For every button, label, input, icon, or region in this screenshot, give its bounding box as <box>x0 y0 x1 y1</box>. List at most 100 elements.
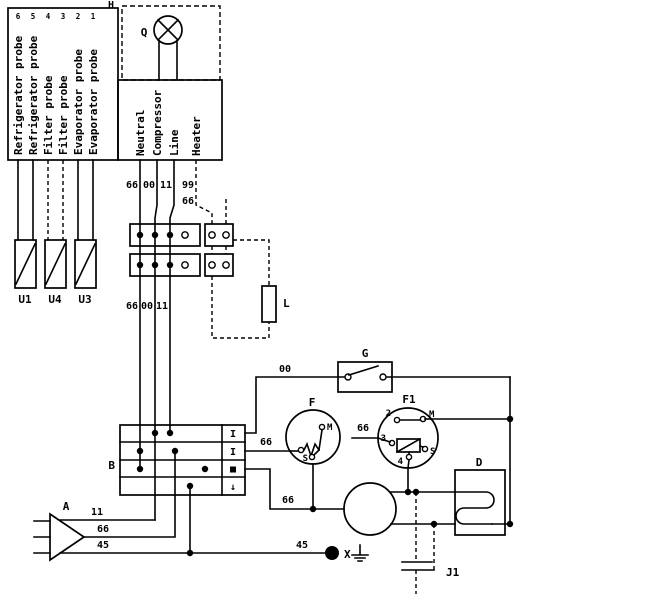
wire-a-66 <box>83 450 176 538</box>
connector-pin <box>136 231 144 239</box>
block-h-label: H <box>108 0 114 11</box>
f-terminal-m <box>318 423 326 431</box>
component-l: L <box>211 239 290 339</box>
d-box <box>454 469 506 536</box>
thermistor-u3 <box>74 239 97 289</box>
wire-label: 66 <box>97 524 109 535</box>
wire-label: 00 <box>141 301 153 312</box>
aux-pin-open <box>208 231 216 239</box>
aux-connector-2 <box>204 253 234 277</box>
probe-label: Evaporator probe <box>87 49 100 155</box>
g-pin <box>379 373 387 381</box>
f1-label: F1 <box>402 393 416 406</box>
junction-dot <box>506 415 514 423</box>
lamp-q: Q <box>121 5 221 81</box>
f1-pin-label: 2 <box>386 409 391 419</box>
a-label: A <box>63 500 70 513</box>
connector-pin-open <box>181 231 189 239</box>
f1-link-3 <box>376 436 392 444</box>
terminal-block-h: H 6 5 4 3 2 1 Refrigerator probe Refrige… <box>7 0 223 161</box>
junction-dot <box>136 447 144 455</box>
f-arm-s <box>312 448 321 457</box>
junction-dot <box>506 520 514 528</box>
heater-d: D <box>454 456 511 536</box>
x-terminal <box>325 546 339 560</box>
junction-dot <box>309 505 317 513</box>
pin-number: 2 <box>76 12 81 21</box>
f-terminal <box>297 446 305 454</box>
connector-pin <box>166 261 174 269</box>
junction-dots <box>136 415 514 557</box>
l-lead-bottom-dashed <box>211 276 270 339</box>
probe-label: Evaporator probe <box>72 49 85 155</box>
wire-label: 66 <box>357 423 369 434</box>
wire-label: 00 <box>143 180 155 191</box>
f1-terminal-2 <box>393 416 401 424</box>
thermistor-u4 <box>44 239 67 289</box>
power-label: Heater <box>190 116 203 156</box>
lamp-dashed-box <box>121 5 221 81</box>
power-label: Neutral <box>134 110 147 156</box>
junction-dot <box>201 465 209 473</box>
pin-number: 5 <box>31 12 36 21</box>
wire-00-11-vertical <box>154 159 158 521</box>
power-label: Line <box>168 129 181 156</box>
heater-element <box>454 491 495 525</box>
b-row-symbol: I <box>230 447 236 458</box>
thermistor-u1 <box>14 239 37 289</box>
f-pin-label: S <box>303 454 308 464</box>
junction-dot <box>412 488 420 496</box>
b-row-symbol: I <box>230 429 236 440</box>
d-label: D <box>476 456 483 469</box>
wire-label: 11 <box>91 507 103 518</box>
junction-dot <box>151 429 159 437</box>
connector-pin-open <box>181 261 189 269</box>
b-row-symbol: ■ <box>230 464 236 475</box>
wire-label: 11 <box>156 301 168 312</box>
junction-dot <box>430 520 438 528</box>
wire-label: 66 <box>260 437 272 448</box>
lamp-cross-icon <box>156 18 180 42</box>
plug-a: A 11 66 45 <box>33 450 326 562</box>
wire-label: 45 <box>97 540 109 551</box>
b-label: B <box>108 459 115 472</box>
pin-number: 4 <box>46 12 51 21</box>
wire-label: 11 <box>160 180 172 191</box>
power-block-outline <box>117 79 223 161</box>
g-label: G <box>362 347 369 360</box>
f1-link-s <box>418 444 425 449</box>
f-body <box>285 409 341 465</box>
junction-dot <box>136 465 144 473</box>
x-label: X <box>344 548 351 561</box>
ground-x: X 45 <box>296 540 369 562</box>
l-resistor-box <box>261 285 277 323</box>
wire-label: 00 <box>279 364 291 375</box>
f1-terminal-3 <box>388 439 396 447</box>
f-pin-label: M <box>327 423 333 433</box>
motor-circle <box>343 482 397 536</box>
f1-relay-diagonal <box>395 437 422 454</box>
wire-11-vertical <box>169 159 175 434</box>
l-lead-top-dashed <box>233 239 270 286</box>
connector-strip-2 <box>129 253 201 277</box>
probe-wires-dashed <box>47 160 64 240</box>
probe-wires <box>17 159 94 241</box>
f1-pin-label: 4 <box>398 457 404 467</box>
f1-pin-label: M <box>429 410 435 420</box>
wire-66-to-motor <box>244 468 345 510</box>
wire-label: 66 <box>182 196 194 207</box>
junction-dot <box>166 429 174 437</box>
connector-pin <box>151 231 159 239</box>
motor <box>343 482 397 536</box>
u3-label: U3 <box>78 293 91 306</box>
junction-dot <box>186 482 194 490</box>
f-terminal-s <box>308 453 316 461</box>
wiring-right: 00 66 66 66 <box>244 364 511 525</box>
probe-label: Filter probe <box>42 75 55 155</box>
probe-thermistors: U1 U4 U3 <box>14 159 97 306</box>
wire-label: 45 <box>296 540 308 551</box>
wire-label: 66 <box>282 495 294 506</box>
b-row-symbol: ↓ <box>230 482 236 493</box>
thermistor-u1-stripe <box>14 242 37 286</box>
connector-strips <box>129 223 234 277</box>
